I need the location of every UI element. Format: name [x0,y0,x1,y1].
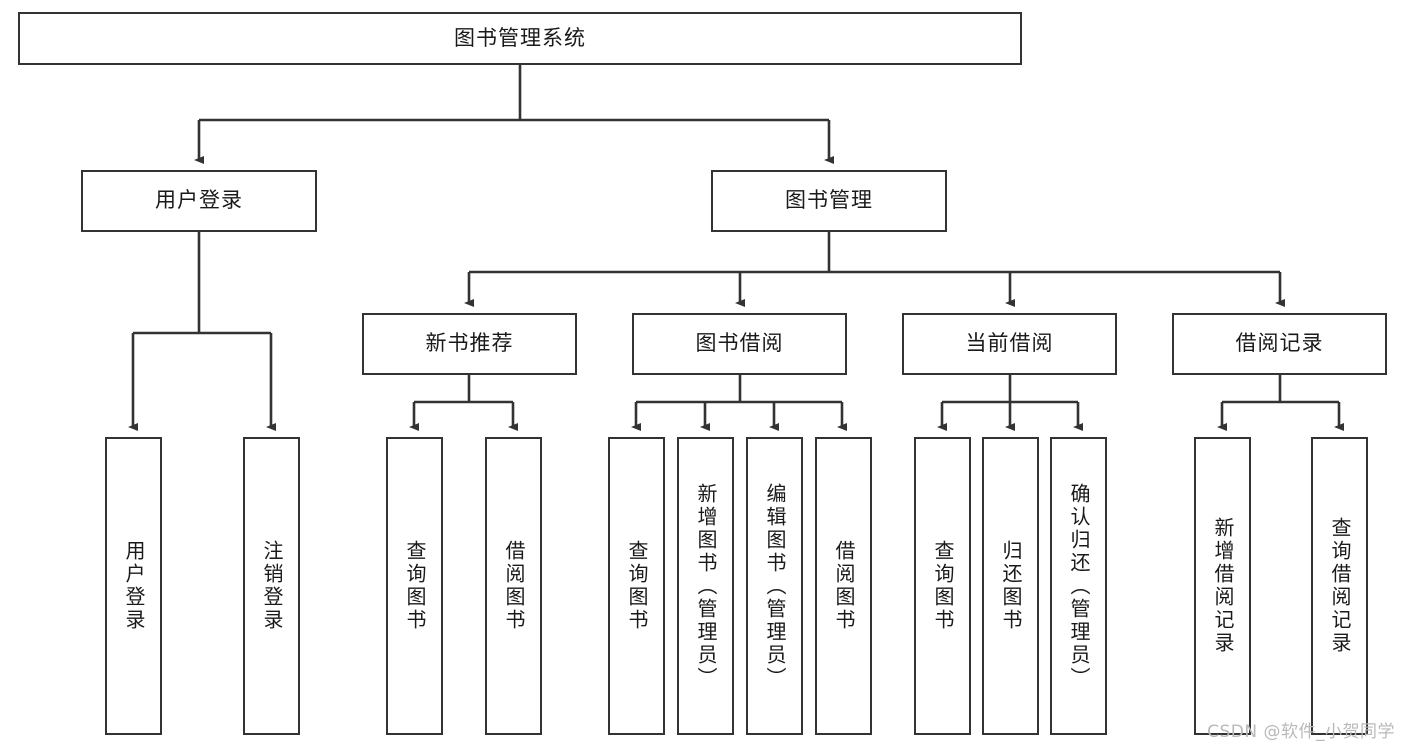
node-borrow-record[interactable]: 借阅记录 [1172,313,1387,375]
node-label: 图书管理 [785,188,873,213]
leaf-borrow-query-book[interactable]: 查询图书 [608,437,665,735]
leaf-record-add[interactable]: 新增借阅记录 [1194,437,1251,735]
node-label: 注销登录 [260,540,284,632]
node-label: 借阅记录 [1235,331,1324,356]
csdn-watermark: CSDN @软件_小贺同学 [1207,722,1395,742]
node-label: 查询图书 [931,540,955,632]
node-label: 借阅图书 [502,540,526,632]
leaf-borrow-add-book[interactable]: 新增图书（管理员） [677,437,734,735]
leaf-user-login-login[interactable]: 用户登录 [105,437,162,735]
node-book-management[interactable]: 图书管理 [711,170,947,232]
leaf-current-query-book[interactable]: 查询图书 [914,437,971,735]
node-label: 归还图书 [999,540,1023,632]
leaf-borrow-borrow-book[interactable]: 借阅图书 [815,437,872,735]
leaf-borrow-edit-book[interactable]: 编辑图书（管理员） [746,437,803,735]
leaf-record-query[interactable]: 查询借阅记录 [1311,437,1368,735]
node-label: 图书借阅 [695,331,784,356]
leaf-current-confirm-return[interactable]: 确认归还（管理员） [1050,437,1107,735]
node-label: 当前借阅 [965,331,1054,356]
node-user-login[interactable]: 用户登录 [81,170,317,232]
node-label: 用户登录 [122,540,146,632]
leaf-user-login-logout[interactable]: 注销登录 [243,437,300,735]
node-label: 用户登录 [155,188,243,213]
node-label: 新增图书（管理员） [694,482,718,690]
node-label: 查询借阅记录 [1328,517,1352,655]
leaf-new-book-borrow[interactable]: 借阅图书 [485,437,542,735]
node-label: 新书推荐 [425,331,514,356]
node-label: 图书管理系统 [454,25,586,50]
node-label: 新增借阅记录 [1211,517,1235,655]
node-label: 查询图书 [403,540,427,632]
node-book-borrow[interactable]: 图书借阅 [632,313,847,375]
node-label: 查询图书 [625,540,649,632]
node-root-system[interactable]: 图书管理系统 [18,12,1022,65]
node-label: 编辑图书（管理员） [763,482,787,690]
node-current-borrow[interactable]: 当前借阅 [902,313,1117,375]
node-label: 确认归还（管理员） [1067,482,1091,690]
leaf-new-book-query[interactable]: 查询图书 [386,437,443,735]
node-label: 借阅图书 [832,540,856,632]
leaf-current-return-book[interactable]: 归还图书 [982,437,1039,735]
node-new-book-recommend[interactable]: 新书推荐 [362,313,577,375]
